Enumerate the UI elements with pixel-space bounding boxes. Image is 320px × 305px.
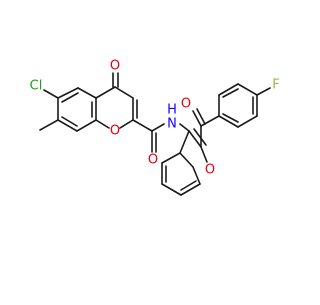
bonds — [39, 72, 271, 196]
bond — [222, 88, 239, 98]
bond — [193, 128, 207, 146]
bond — [200, 146, 208, 163]
bond — [237, 83, 258, 96]
molecule-structure: Cl O O O N H O O F — [30, 59, 280, 196]
bond — [77, 87, 97, 99]
bond — [95, 119, 110, 129]
bond — [196, 108, 206, 125]
furan-oxygen-label: O — [205, 163, 215, 178]
bond — [43, 89, 59, 99]
bond — [114, 86, 134, 99]
benzoyl-oxygen-label: O — [181, 97, 191, 112]
bond — [132, 119, 153, 132]
bond — [188, 130, 202, 148]
bond — [218, 83, 239, 96]
bond — [57, 119, 78, 132]
bond — [57, 87, 79, 99]
bond — [179, 123, 190, 132]
amide-oxygen-label: O — [148, 153, 158, 168]
bond — [119, 119, 134, 129]
bond — [218, 115, 239, 128]
bond — [180, 183, 201, 196]
bond — [222, 113, 239, 123]
bond — [237, 115, 258, 128]
amide-nitrogen-label: N — [167, 117, 177, 132]
fluorine-label: F — [272, 78, 279, 93]
bond — [151, 123, 165, 132]
chromone-ring-oxygen-label: O — [110, 124, 120, 139]
bond — [161, 152, 181, 164]
ketone-oxygen-label: O — [110, 59, 120, 74]
bond — [95, 86, 116, 99]
bond — [179, 152, 194, 168]
bond — [39, 119, 59, 131]
bond — [192, 110, 202, 127]
bond — [180, 153, 200, 184]
bond — [192, 166, 201, 185]
bond — [61, 116, 78, 127]
bond — [76, 119, 97, 132]
bond — [161, 183, 182, 196]
chlorine-label: Cl — [30, 79, 43, 94]
bond — [256, 87, 271, 96]
bond — [179, 130, 190, 154]
bond — [180, 180, 197, 191]
amide-hydrogen-label: H — [167, 103, 177, 118]
structure-canvas: Cl O O O N H O O F — [30, 59, 280, 196]
bond — [61, 92, 79, 103]
bond — [200, 115, 220, 127]
atom-labels: Cl O O O N H O O F — [30, 59, 280, 178]
